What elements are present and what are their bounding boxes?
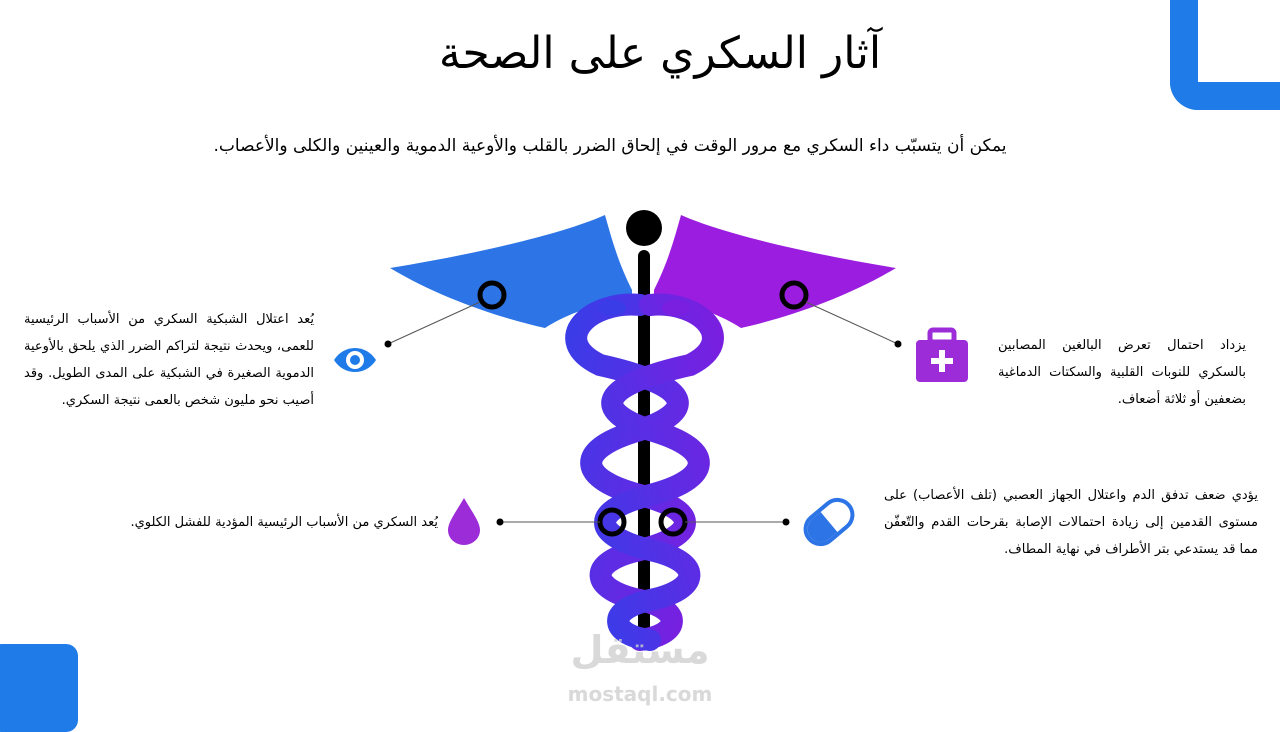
connector-heart [805, 301, 899, 345]
marker-heart [779, 280, 809, 310]
connector-eye [387, 301, 481, 345]
staff-top-ball [626, 210, 662, 246]
marker-eye [477, 280, 507, 310]
corner-decoration-bottom-left [0, 644, 78, 732]
kidney-effect-text: يُعد السكري من الأسباب الرئيسية المؤدية … [130, 515, 438, 530]
eye-icon [334, 348, 376, 372]
connector-eye-dot [384, 340, 392, 348]
connector-heart-dot [894, 340, 902, 348]
snake-right [594, 293, 724, 651]
nerves-effect-text: يؤدي ضعف تدفق الدم واعتلال الجهاز العصبي… [884, 488, 1258, 557]
left-wing [390, 215, 632, 328]
connector-kidney-dot [496, 518, 504, 526]
snake-right-head [662, 300, 690, 316]
heart-effect-text: يزداد احتمال تعرض البالغين المصابين بالس… [998, 338, 1246, 407]
corner-decoration-top-right [1170, 0, 1280, 110]
pill-icon [803, 497, 855, 547]
first-aid-kit-icon [916, 327, 968, 382]
right-wing [654, 215, 896, 328]
eye-effect-text: يُعد اعتلال الشبكية السكري من الأسباب ال… [24, 312, 314, 408]
drop-icon [448, 498, 480, 545]
watermark-logo-arabic: مستقل [570, 628, 710, 672]
watermark-logo-latin: mostaql.com [567, 682, 713, 706]
connector-nerves-dot [782, 518, 790, 526]
snake-left-head [598, 300, 626, 316]
slide-subtitle: يمكن أن يتسبّب داء السكري مع مرور الوقت … [213, 136, 1007, 156]
slide-title: آثار السكري على الصحة [438, 28, 882, 79]
